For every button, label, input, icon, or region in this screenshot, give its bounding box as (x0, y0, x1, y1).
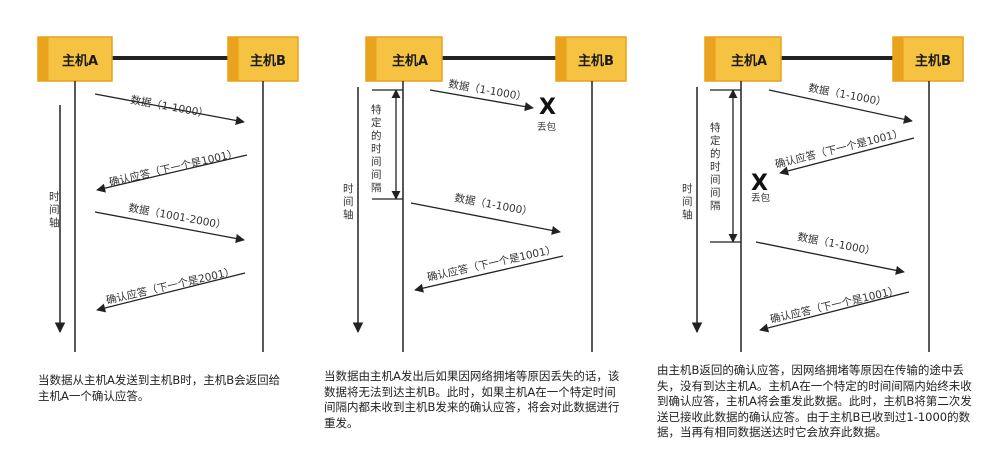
interval-char: 特 (710, 122, 721, 134)
host-a-box: 主机A (704, 36, 782, 82)
message-label: 数据（1-1000） (453, 191, 533, 218)
message-label: 数据（1-1000） (129, 93, 209, 120)
message-arrow-data-1001-2000 (94, 211, 245, 243)
interval-label: 特 定 的 时 间 间 隔 (710, 122, 724, 212)
time-axis-char: 时 (682, 183, 693, 195)
time-axis-char: 间 (343, 195, 354, 208)
message-label: 数据（1-1000） (807, 81, 887, 109)
time-axis-label: 时 间 轴 (343, 183, 357, 221)
message-arrow-ack-1001 (96, 154, 248, 193)
time-axis-char: 轴 (49, 216, 60, 229)
message-arrow-ack-2001 (96, 272, 246, 313)
time-axis-char: 间 (49, 203, 60, 216)
interval-char: 间 (371, 168, 382, 181)
host-b-label: 主机B (915, 53, 951, 69)
host-a-label: 主机A (731, 53, 767, 69)
host-b-label: 主机B (250, 53, 286, 69)
message-label: 确认应答（下一个是1001） (426, 243, 557, 284)
host-a-box: 主机A (365, 36, 443, 82)
time-axis-char: 轴 (343, 208, 354, 221)
interval-char: 特 (371, 104, 382, 116)
message-arrow-ack-1001 (759, 291, 910, 333)
host-a-label: 主机A (62, 53, 98, 69)
interval-char: 时 (710, 161, 721, 173)
interval-char: 定 (710, 134, 721, 147)
interval-char: 间 (710, 186, 721, 199)
time-axis-label: 时 间 轴 (682, 183, 696, 221)
message-arrow-data-1-1000 (94, 93, 245, 125)
interval-char: 间 (371, 155, 382, 168)
message-arrow-data-resend (755, 241, 905, 275)
interval-char: 隔 (710, 200, 721, 212)
panel-1-caption: 当数据从主机A发送到主机B时，主机B会返回给主机A一个确认应答。 (38, 373, 281, 403)
packet-loss-x-icon: X (751, 171, 768, 196)
interval-char: 间 (710, 173, 721, 186)
host-b-box: 主机B (892, 36, 964, 82)
time-axis-label: 时 间 轴 (49, 191, 63, 229)
message-arrow-ack-1001 (414, 255, 564, 293)
interval-label: 特 定 的 时 间 间 隔 (371, 104, 385, 194)
host-a-box: 主机A (37, 36, 113, 82)
message-label: 数据（1-1000） (796, 230, 876, 258)
host-b-label: 主机B (578, 53, 614, 69)
message-label: 确认应答（下一个是2001） (105, 265, 236, 307)
packet-loss-label: 丢包 (537, 121, 557, 133)
interval-char: 隔 (371, 182, 382, 194)
interval-char: 的 (371, 129, 382, 142)
host-a-label: 主机A (392, 53, 428, 69)
panel-1: 主机A 主机B 时 间 轴 数据（1-1000） 确认应答（下一个是1001） … (37, 36, 299, 352)
interval-bracket (710, 89, 741, 243)
message-arrow-data-resend (410, 202, 561, 235)
panel-3-caption: 由主机B返回的确认应答，因网络拥堵等原因在传输的途中丢失，没有到达主机A。主机A… (657, 363, 972, 439)
message-arrow-data-1-1000 (768, 89, 913, 124)
interval-char: 的 (710, 147, 721, 160)
host-b-box: 主机B (555, 36, 627, 82)
message-label: 确认应答（下一个是1001） (108, 147, 239, 189)
packet-loss-x-icon: X (539, 95, 556, 120)
interval-char: 定 (371, 116, 382, 129)
packet-loss-label: 丢包 (751, 192, 771, 204)
time-axis-char: 时 (49, 191, 60, 203)
message-label: 确认应答（下一个是1001） (769, 284, 900, 326)
message-arrow-ack-lost (779, 137, 915, 176)
panel-2: 主机A 主机B 时 间 轴 特 定 的 时 间 间 隔 (343, 36, 627, 352)
message-label: 确认应答（下一个是1001） (774, 126, 905, 170)
host-b-box: 主机B (227, 36, 299, 82)
time-axis-char: 时 (343, 183, 354, 195)
time-axis-char: 间 (682, 195, 693, 208)
panel-3: 主机A 主机B 时 间 轴 特 定 的 时 间 间 隔 (682, 36, 964, 352)
message-arrow-data-lost (429, 89, 534, 112)
interval-char: 时 (371, 143, 382, 155)
panel-2-caption: 当数据由主机A发出后如果因网络拥堵等原因丢失的话，该数据将无法到达主机B。此时，… (324, 369, 620, 430)
time-axis-char: 轴 (682, 208, 693, 221)
interval-bracket (372, 89, 403, 200)
